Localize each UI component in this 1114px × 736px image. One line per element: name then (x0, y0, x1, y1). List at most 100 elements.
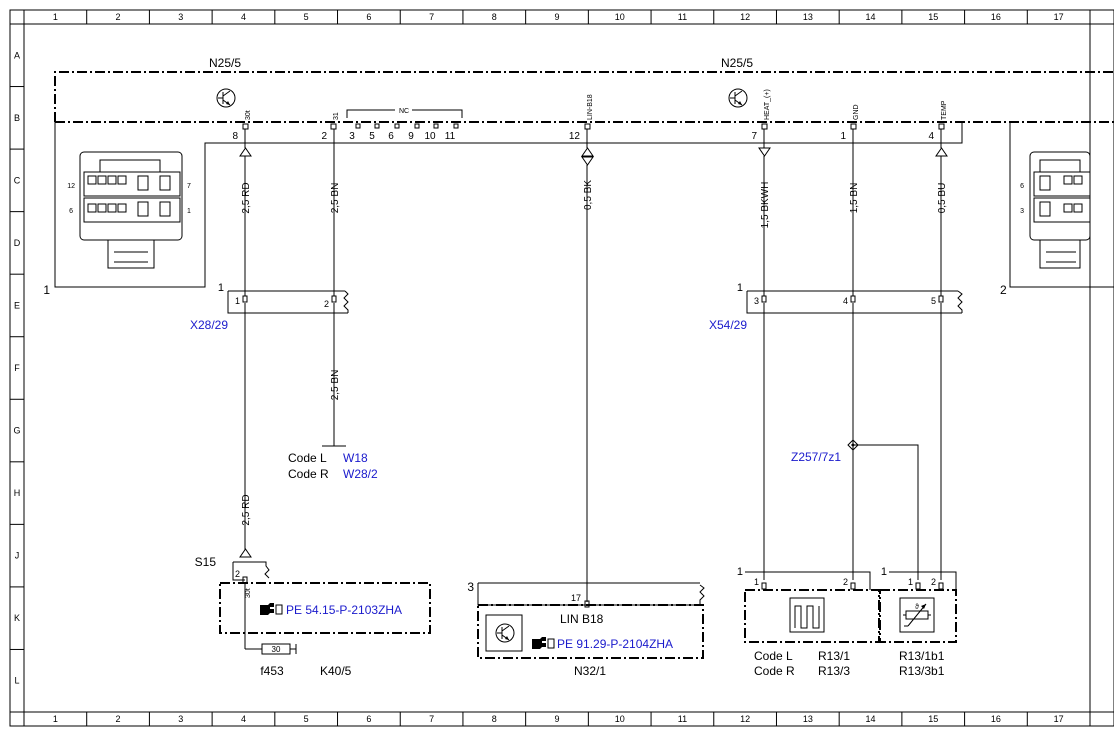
svg-text:12: 12 (67, 183, 75, 190)
transistor-icon (495, 623, 515, 643)
grid-column-label: 2 (116, 12, 121, 22)
reference-link-k40[interactable]: PE 54.15-P-2103ZHA (286, 603, 402, 617)
transistor-icon (216, 88, 236, 108)
svg-text:7: 7 (187, 183, 191, 190)
grid-column-label: 10 (615, 714, 625, 724)
grid-column-label: 12 (740, 714, 750, 724)
grid-column-label: 8 (492, 714, 497, 724)
temperature-sensor-icon: ϑ (899, 597, 935, 633)
svg-text:R13/1: R13/1 (818, 649, 850, 663)
bidirectional-arrow (581, 147, 594, 166)
wire-label: 0,5 BK (583, 180, 594, 210)
grid-column-label: 17 (1054, 714, 1064, 724)
wire-label: 1,5 BKWH (760, 182, 771, 229)
reference-link-n32[interactable]: PE 91.29-P-2104ZHA (557, 637, 673, 651)
grid-column-label: 10 (615, 12, 625, 22)
grid-column-label: 7 (429, 714, 434, 724)
svg-text:GND: GND (853, 104, 860, 120)
svg-text:1: 1 (737, 566, 743, 578)
connector-label[interactable]: X28/29 (190, 318, 228, 332)
module-title-right: N25/5 (721, 56, 753, 70)
svg-text:30t: 30t (245, 110, 252, 120)
document-reference-icon (260, 603, 283, 615)
svg-text:Code R: Code R (288, 467, 329, 481)
grid-column-label: 6 (366, 12, 371, 22)
grid-column-label: 5 (304, 714, 309, 724)
svg-text:11: 11 (445, 131, 456, 142)
grid-row-label: J (15, 551, 20, 561)
grid-column-label: 15 (928, 714, 938, 724)
svg-text:1: 1 (235, 296, 240, 306)
grid-row-label: B (14, 113, 20, 123)
splice-label[interactable]: Z257/7z1 (791, 450, 841, 464)
connector-label[interactable]: X54/29 (709, 318, 747, 332)
svg-text:2: 2 (324, 299, 329, 309)
grid-row-label: C (14, 175, 21, 185)
svg-text:R13/3: R13/3 (818, 664, 850, 678)
svg-text:Code L: Code L (754, 649, 793, 663)
svg-text:LIN B18: LIN B18 (560, 612, 604, 626)
grid-column-label: 13 (803, 714, 813, 724)
splice-point (847, 439, 859, 451)
svg-text:Code L: Code L (288, 451, 327, 465)
ground-reference: Code L Code R (288, 451, 329, 481)
svg-text:5: 5 (931, 296, 936, 306)
svg-text:1: 1 (187, 208, 191, 215)
grid-column-label: 7 (429, 12, 434, 22)
grid-column-label: 17 (1054, 12, 1064, 22)
pin-12: 12 LIN-B18 (569, 94, 594, 142)
grid-column-label: 14 (866, 12, 876, 22)
grid-row-label: E (14, 300, 20, 310)
wire-label: 0,5 BU (937, 183, 948, 214)
document-reference-icon (532, 637, 555, 649)
connector-x54-29: 1 3 4 5 (737, 282, 963, 314)
svg-text:NC: NC (399, 108, 409, 115)
svg-text:4: 4 (843, 296, 848, 306)
grid-column-label: 8 (492, 12, 497, 22)
grid-column-label: 12 (740, 12, 750, 22)
svg-text:31: 31 (333, 112, 340, 120)
ground-link-l[interactable]: W18 (343, 451, 368, 465)
svg-text:6: 6 (1020, 183, 1024, 190)
grid-row-label: H (14, 488, 21, 498)
svg-text:f453: f453 (260, 664, 284, 678)
svg-text:Code R: Code R (754, 664, 795, 678)
svg-text:9: 9 (408, 131, 414, 142)
module-boundary-top (54, 71, 1114, 123)
svg-text:HEAT_(+): HEAT_(+) (764, 89, 771, 120)
grid-column-label: 2 (116, 714, 121, 724)
grid-row-label: D (14, 238, 21, 248)
grid-column-label: 3 (178, 714, 183, 724)
module-boundary-left (54, 122, 963, 288)
svg-text:2: 2 (843, 577, 848, 587)
svg-text:2: 2 (931, 577, 936, 587)
pin-7: 7 HEAT_(+) (751, 89, 771, 142)
r13-sensor: 1 1 2 ϑ R13/1b1 R13/3b1 (879, 566, 957, 678)
grid-column-label: 6 (366, 714, 371, 724)
svg-text:2: 2 (235, 569, 240, 579)
wire-label: 1,5 BN (849, 183, 860, 214)
svg-text:1: 1 (737, 282, 743, 294)
svg-text:2: 2 (321, 131, 327, 142)
ground-link-r[interactable]: W28/2 (343, 467, 378, 481)
grid-row-label: F (14, 363, 20, 373)
svg-text:K40/5: K40/5 (320, 664, 352, 678)
n32-module: 3 17 LIN B18 N32/1 (467, 580, 705, 678)
k40-module: S15 2 30t 30 f453 K40/5 (195, 548, 431, 678)
connector-x28-29: 1 1 2 (218, 282, 349, 314)
heater-element-icon (789, 597, 825, 633)
grid-column-label: 15 (928, 12, 938, 22)
svg-text:1: 1 (908, 577, 913, 587)
svg-text:6: 6 (388, 131, 394, 142)
svg-text:17: 17 (571, 593, 581, 603)
svg-text:12: 12 (569, 131, 581, 142)
wire-label: 2,5 BN (330, 370, 341, 401)
pin-1: 1 GND (840, 104, 860, 142)
pin-8: 8 30t (232, 110, 252, 142)
grid-column-label: 1 (53, 12, 58, 22)
grid-column-label: 11 (678, 12, 687, 22)
grid-column-label: 4 (241, 714, 246, 724)
svg-text:1: 1 (881, 566, 887, 578)
grid-row-label: K (14, 613, 20, 623)
